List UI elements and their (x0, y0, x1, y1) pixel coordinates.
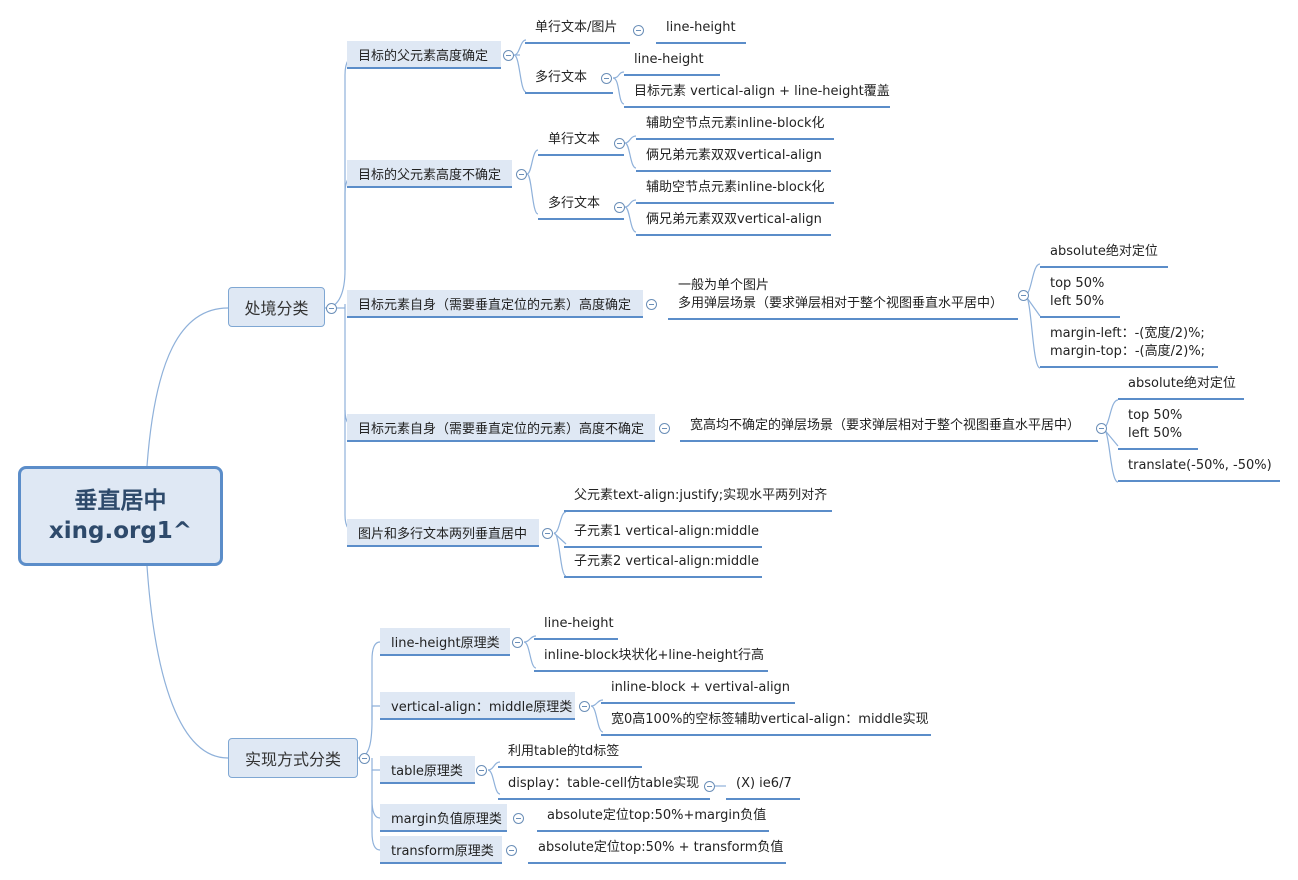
node-self-height-fixed[interactable]: 目标元素自身（需要垂直定位的元素）高度确定 (347, 290, 643, 318)
node-table-principle[interactable]: table原理类 (380, 756, 475, 784)
node-self-height-unknown[interactable]: 目标元素自身（需要垂直定位的元素）高度不确定 (347, 414, 655, 442)
leaf-inline-block-helper[interactable]: 辅助空节点元素inline-block化 (636, 176, 834, 204)
node-parent-height-unknown[interactable]: 目标的父元素高度不确定 (347, 160, 512, 188)
collapse-icon[interactable] (704, 781, 715, 792)
leaf-inline-block-line-height[interactable]: inline-block块状化+line-height行高 (534, 644, 768, 672)
leaf-inline-block-helper[interactable]: 辅助空节点元素inline-block化 (636, 112, 834, 140)
collapse-icon[interactable] (614, 138, 625, 149)
leaf-absolute-position[interactable]: absolute绝对定位 (1040, 240, 1168, 268)
leaf-negative-margin[interactable]: margin-left：-(宽度/2)%; margin-top：-(高度/2)… (1040, 322, 1218, 368)
node-single-line-text[interactable]: 单行文本 (538, 128, 624, 156)
leaf-siblings-vertical-align[interactable]: 俩兄弟元素双双vertical-align (636, 208, 831, 236)
leaf-inline-block-vertival-align[interactable]: inline-block + vertival-align (601, 676, 795, 704)
collapse-icon[interactable] (542, 528, 553, 539)
leaf-top-left-50[interactable]: top 50% left 50% (1118, 404, 1198, 450)
collapse-icon[interactable] (503, 50, 514, 61)
leaf-siblings-vertical-align[interactable]: 俩兄弟元素双双vertical-align (636, 144, 831, 172)
root-title: 垂直居中 (74, 488, 167, 514)
collapse-icon[interactable] (1096, 423, 1107, 434)
root-node[interactable]: 垂直居中 xing.org1^ (18, 466, 223, 566)
collapse-icon[interactable] (359, 753, 370, 764)
leaf-table-td[interactable]: 利用table的td标签 (498, 740, 642, 768)
leaf-absolute-transform[interactable]: absolute定位top:50% + transform负值 (528, 836, 786, 864)
collapse-icon[interactable] (659, 423, 670, 434)
collapse-icon[interactable] (579, 701, 590, 712)
leaf-text-align-justify[interactable]: 父元素text-align:justify;实现水平两列对齐 (564, 484, 832, 512)
leaf-child1-vertical-align[interactable]: 子元素1 vertical-align:middle (564, 518, 762, 548)
collapse-icon[interactable] (506, 845, 517, 856)
node-multi-line-text[interactable]: 多行文本 (525, 64, 613, 94)
collapse-icon[interactable] (516, 169, 527, 180)
collapse-icon[interactable] (326, 303, 337, 314)
leaf-empty-tag-helper[interactable]: 宽0高100%的空标签辅助vertical-align：middle实现 (601, 708, 931, 736)
leaf-line-height[interactable]: line-height (656, 16, 746, 44)
collapse-icon[interactable] (601, 73, 612, 84)
leaf-ie6-7[interactable]: (X) ie6/7 (726, 772, 800, 800)
collapse-icon[interactable] (1018, 290, 1029, 301)
branch-situations[interactable]: 处境分类 (228, 287, 325, 327)
node-image-text-two-columns[interactable]: 图片和多行文本两列垂直居中 (347, 519, 539, 547)
node-margin-principle[interactable]: margin负值原理类 (380, 804, 507, 832)
leaf-line-height[interactable]: line-height (534, 612, 618, 640)
leaf-translate[interactable]: translate(-50%, -50%) (1118, 454, 1280, 482)
branch-methods[interactable]: 实现方式分类 (228, 738, 358, 778)
leaf-top-left-50[interactable]: top 50% left 50% (1040, 272, 1120, 318)
node-vertical-align-principle[interactable]: vertical-align：middle原理类 (380, 692, 575, 720)
collapse-icon[interactable] (476, 765, 487, 776)
node-single-line-text-image[interactable]: 单行文本/图片 (525, 16, 630, 44)
node-parent-height-fixed[interactable]: 目标的父元素高度确定 (347, 41, 501, 69)
collapse-icon[interactable] (513, 813, 524, 824)
collapse-icon[interactable] (646, 299, 657, 310)
root-subtitle: xing.org1^ (48, 518, 193, 544)
node-popup-scene[interactable]: 一般为单个图片 多用弹层场景（要求弹层相对于整个视图垂直水平居中） (668, 274, 1018, 320)
node-unknown-size-popup[interactable]: 宽高均不确定的弹层场景（要求弹层相对于整个视图垂直水平居中） (680, 412, 1098, 442)
node-transform-principle[interactable]: transform原理类 (380, 836, 502, 864)
leaf-absolute-margin[interactable]: absolute定位top:50%+margin负值 (537, 804, 769, 832)
leaf-vertical-align-line-height[interactable]: 目标元素 vertical-align + line-height覆盖 (624, 80, 890, 108)
collapse-icon[interactable] (512, 637, 523, 648)
leaf-absolute-position[interactable]: absolute绝对定位 (1118, 372, 1244, 400)
collapse-icon[interactable] (614, 202, 625, 213)
collapse-icon[interactable] (633, 25, 644, 36)
node-line-height-principle[interactable]: line-height原理类 (380, 628, 510, 656)
leaf-child2-vertical-align[interactable]: 子元素2 vertical-align:middle (564, 550, 762, 578)
node-table-cell[interactable]: display：table-cell仿table实现 (498, 772, 710, 800)
leaf-line-height[interactable]: line-height (624, 48, 720, 76)
node-multi-line-text[interactable]: 多行文本 (538, 192, 624, 220)
